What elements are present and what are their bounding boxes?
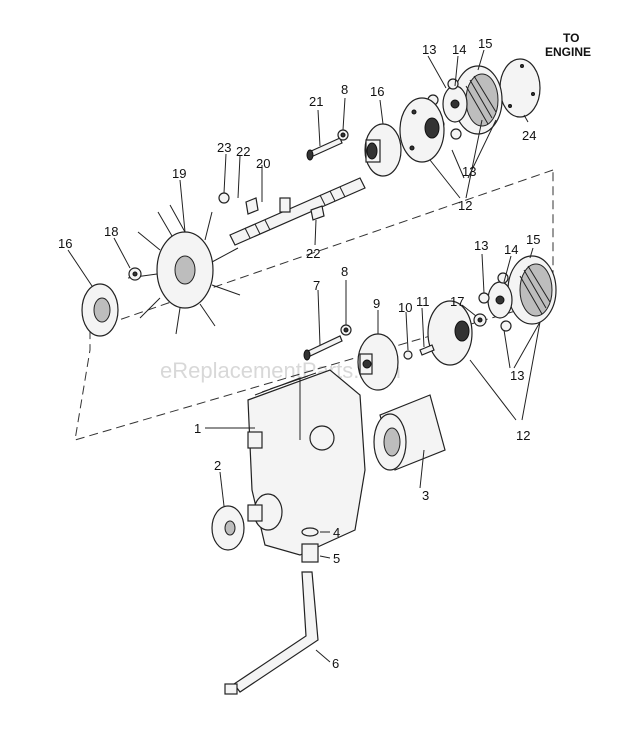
part-4-o-ring bbox=[301, 527, 319, 537]
part-16-flange-lower bbox=[81, 283, 119, 337]
callout-10: 10 bbox=[398, 300, 412, 315]
callout-21: 21 bbox=[309, 94, 323, 109]
callout-14-b: 14 bbox=[504, 242, 518, 257]
part-3-motor bbox=[373, 394, 446, 471]
part-10-washer bbox=[403, 350, 413, 360]
to-engine-label-line2: ENGINE bbox=[545, 45, 591, 59]
callout-24: 24 bbox=[522, 128, 536, 143]
part-17-nut bbox=[473, 313, 487, 327]
callout-18: 18 bbox=[104, 224, 118, 239]
callout-16-a: 16 bbox=[370, 84, 384, 99]
callout-2: 2 bbox=[214, 458, 221, 473]
to-engine-label-line1: TO bbox=[563, 31, 579, 45]
part-2-washer bbox=[211, 505, 245, 551]
part-14-spider-upper bbox=[442, 85, 468, 123]
callout-1: 1 bbox=[194, 421, 201, 436]
callout-17: 17 bbox=[450, 294, 464, 309]
part-16-flange-upper bbox=[364, 123, 402, 177]
callout-15-b: 15 bbox=[526, 232, 540, 247]
part-18-washer bbox=[128, 267, 142, 281]
part-22-fitting-upper bbox=[245, 197, 259, 215]
part-14-spider-lower bbox=[487, 281, 513, 319]
callout-7: 7 bbox=[313, 278, 320, 293]
callout-23: 23 bbox=[217, 140, 231, 155]
callout-15-a: 15 bbox=[478, 36, 492, 51]
callout-16-b: 16 bbox=[58, 236, 72, 251]
part-20-shaft bbox=[229, 177, 366, 246]
callout-12-a: 12 bbox=[458, 198, 472, 213]
part-22-fitting-lower bbox=[310, 205, 325, 221]
part-11-bolt bbox=[419, 344, 435, 356]
part-12-hub-upper bbox=[399, 97, 445, 163]
callout-14-a: 14 bbox=[452, 42, 466, 57]
part-21-bolt-upper bbox=[306, 137, 343, 161]
callout-13-b: 13 bbox=[462, 164, 476, 179]
callout-8-b: 8 bbox=[341, 264, 348, 279]
callout-12-b: 12 bbox=[516, 428, 530, 443]
part-8-nut-upper bbox=[337, 129, 349, 141]
leader-lines bbox=[67, 49, 541, 663]
part-9-adapter-flange bbox=[357, 333, 399, 391]
callout-22-b: 22 bbox=[306, 246, 320, 261]
callout-11: 11 bbox=[416, 294, 430, 309]
part-15-coupling-lower bbox=[507, 255, 557, 325]
callout-4: 4 bbox=[333, 525, 340, 540]
callout-20: 20 bbox=[256, 156, 270, 171]
callout-8-a: 8 bbox=[341, 82, 348, 97]
part-7-bolt-lower bbox=[303, 335, 343, 361]
callout-22-a: 22 bbox=[236, 144, 250, 159]
callout-19: 19 bbox=[172, 166, 186, 181]
callout-13-d: 13 bbox=[510, 368, 524, 383]
callout-3: 3 bbox=[422, 488, 429, 503]
part-5-fitting bbox=[301, 543, 319, 563]
part-1-hydrostatic-unit bbox=[247, 369, 366, 556]
callout-9: 9 bbox=[373, 296, 380, 311]
callout-5: 5 bbox=[333, 551, 340, 566]
part-24-engine-plate bbox=[499, 58, 541, 118]
callout-13-a: 13 bbox=[422, 42, 436, 57]
part-12-hub-lower bbox=[427, 300, 473, 366]
part-6-hydraulic-line bbox=[224, 571, 319, 695]
callout-6: 6 bbox=[332, 656, 339, 671]
callout-13-c: 13 bbox=[474, 238, 488, 253]
part-8-nut-lower bbox=[340, 324, 352, 336]
part-23-setscrew bbox=[218, 192, 230, 204]
